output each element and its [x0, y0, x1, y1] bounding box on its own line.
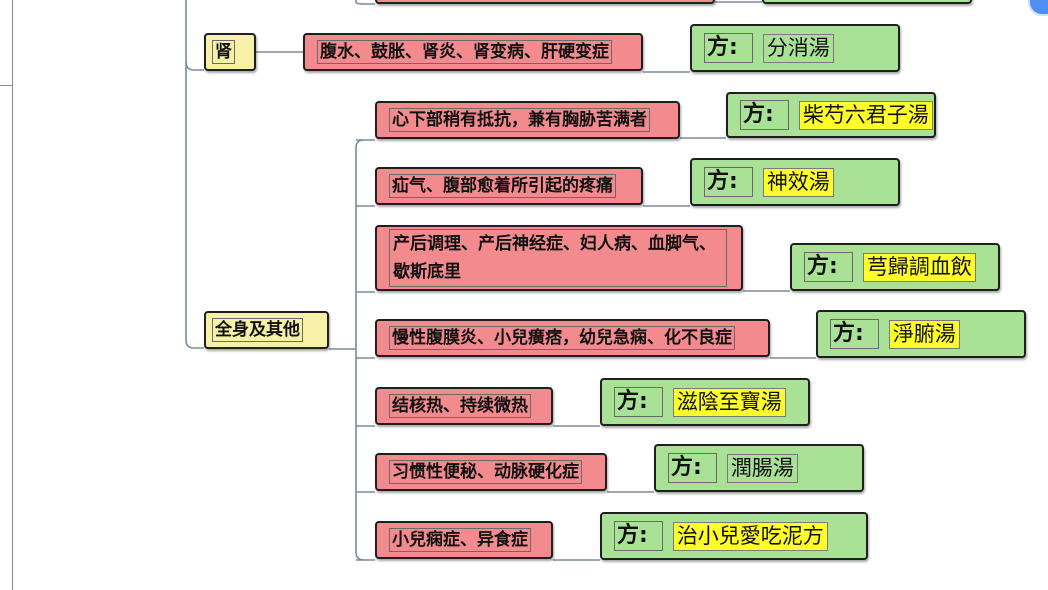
- trunk-to-kidney: [185, 0, 204, 71]
- symptom-label: 习惯性便秘、动脉硬化症: [389, 460, 582, 484]
- prescription-node[interactable]: 方: 芎歸調血飲: [790, 243, 1000, 291]
- symptom-label: 慢性腹膜炎、小兒癀痞，幼兒急痫、化不良症: [389, 326, 735, 350]
- prescription-prefix: 方:: [740, 100, 789, 130]
- symptom-node[interactable]: 慢性腹膜炎、小兒癀痞，幼兒急痫、化不良症: [375, 319, 770, 357]
- formula-name: 神效湯: [762, 167, 834, 197]
- prescription-prefix: 方:: [704, 167, 753, 197]
- formula-name: 分消湯: [762, 33, 834, 63]
- symptom-node[interactable]: 结核热、持续微热: [375, 387, 553, 425]
- formula-name: 淨腑湯: [888, 319, 960, 349]
- formula-name: 治小兒愛吃泥方: [672, 521, 828, 551]
- symptom-label: 腹水、鼓胀、肾炎、肾变病、肝硬变症: [317, 40, 612, 64]
- category-label: 全身及其他: [212, 318, 303, 342]
- symptom-label: 小兒痫症、异食症: [389, 528, 531, 552]
- symptom-label: 心下部稍有抵抗，兼有胸胁苦满者: [389, 108, 650, 132]
- prescription-prefix: 方:: [804, 252, 853, 282]
- symptom-label: 疝气、腹部愈着所引起的疼痛: [389, 174, 616, 198]
- prescription-node[interactable]: 方: 柴芍六君子湯: [726, 92, 936, 138]
- symptom-node[interactable]: 产后调理、产后神经症、妇人病、血脚气、歇斯底里: [375, 225, 743, 291]
- trunk-to-whole-body: [185, 62, 204, 349]
- prescription-prefix: 方:: [704, 33, 753, 63]
- symptom-label: 产后调理、产后神经症、妇人病、血脚气、歇斯底里: [389, 229, 727, 287]
- symptom-node[interactable]: 疝气、腹部愈着所引起的疼痛: [375, 167, 643, 205]
- symptom-node-partial[interactable]: [375, 0, 715, 4]
- symptom-label: 结核热、持续微热: [389, 394, 531, 418]
- bracket-vertical: [355, 139, 365, 561]
- category-node-kidney[interactable]: 肾: [204, 33, 256, 71]
- formula-name: 潤腸湯: [726, 453, 798, 483]
- left-border-tick: [0, 85, 12, 86]
- prescription-prefix: 方:: [830, 319, 879, 349]
- formula-name: 柴芍六君子湯: [798, 100, 933, 130]
- prescription-node-partial[interactable]: [762, 0, 972, 4]
- prescription-node[interactable]: 方: 滋陰至寶湯: [600, 378, 810, 426]
- symptom-node[interactable]: 习惯性便秘、动脉硬化症: [375, 453, 607, 491]
- symptom-node[interactable]: 小兒痫症、异食症: [375, 521, 553, 559]
- symptom-node[interactable]: 心下部稍有抵抗，兼有胸胁苦满者: [375, 101, 680, 139]
- formula-name: 芎歸調血飲: [862, 252, 976, 282]
- category-label: 肾: [212, 40, 235, 64]
- prescription-node[interactable]: 方: 分消湯: [690, 24, 900, 72]
- prescription-prefix: 方:: [614, 387, 663, 417]
- symptom-node[interactable]: 腹水、鼓胀、肾炎、肾变病、肝硬变症: [303, 33, 643, 71]
- formula-name: 滋陰至寶湯: [672, 387, 786, 417]
- prescription-node[interactable]: 方: 神效湯: [690, 158, 900, 206]
- prescription-prefix: 方:: [668, 453, 717, 483]
- left-border-line: [12, 0, 13, 590]
- prescription-node[interactable]: 方: 淨腑湯: [816, 310, 1026, 358]
- corner-badge-icon[interactable]: [1028, 0, 1048, 16]
- prescription-node[interactable]: 方: 潤腸湯: [654, 444, 864, 492]
- prescription-node[interactable]: 方: 治小兒愛吃泥方: [600, 512, 868, 560]
- prescription-prefix: 方:: [614, 521, 663, 551]
- category-node-whole-body[interactable]: 全身及其他: [204, 311, 329, 349]
- link-partial-top: [355, 0, 375, 5]
